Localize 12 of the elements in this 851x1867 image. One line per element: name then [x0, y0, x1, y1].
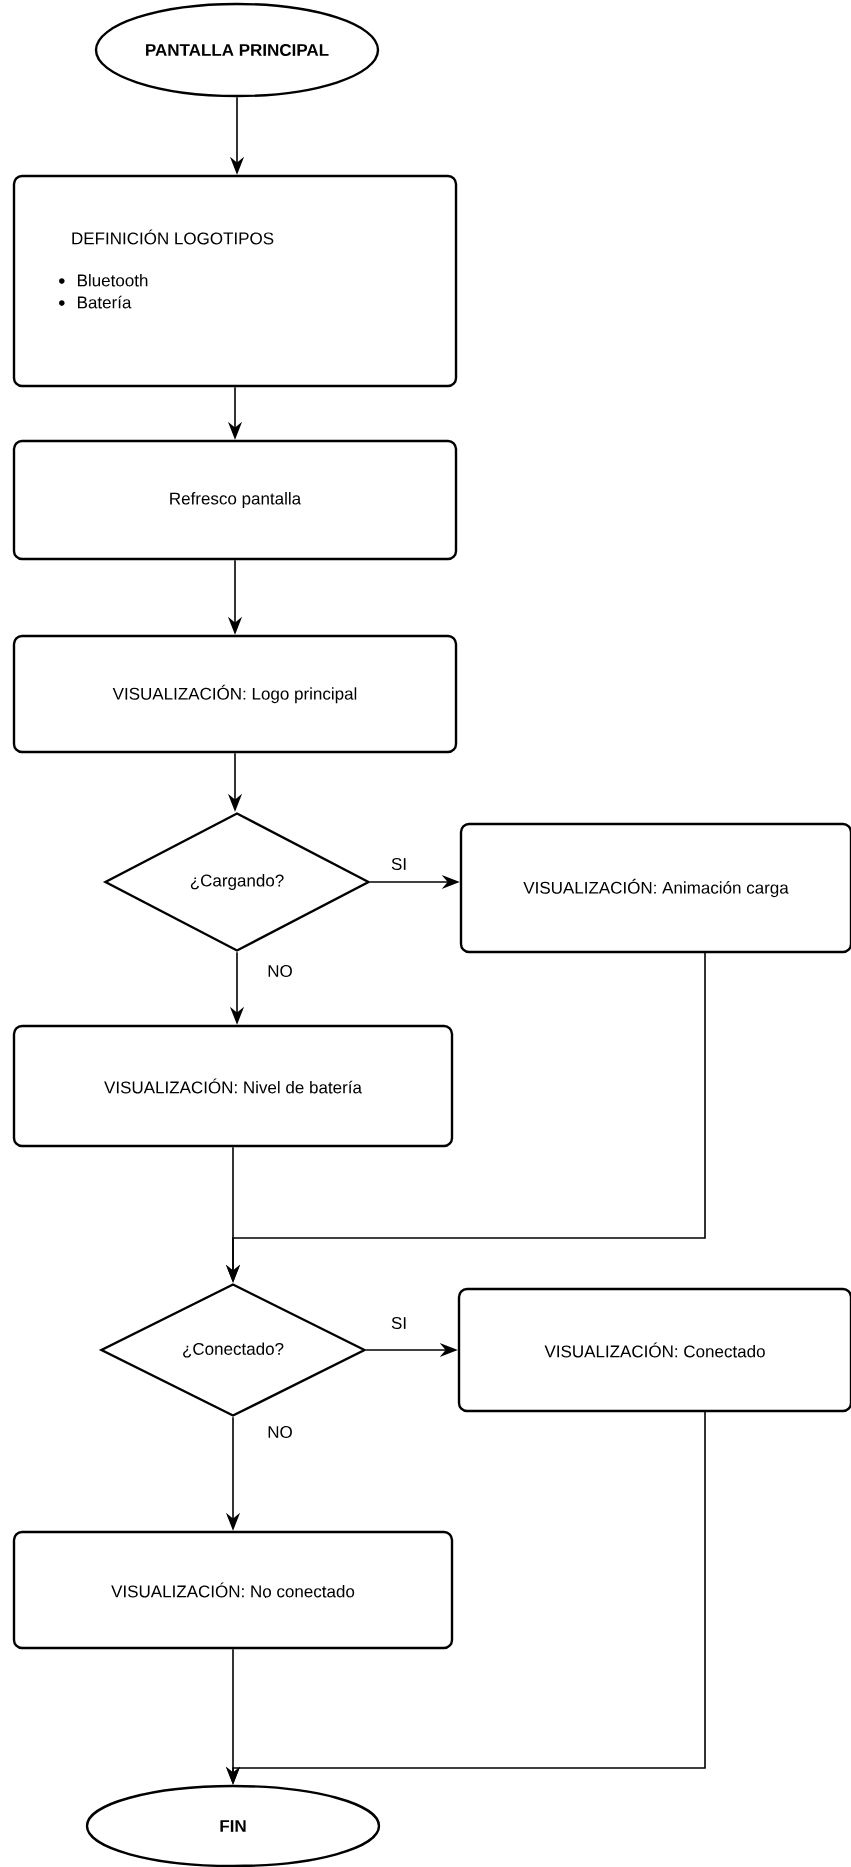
edge-label: SI	[389, 856, 410, 873]
edge-label: NO	[265, 963, 295, 980]
edge-label: NO	[265, 1424, 295, 1441]
edge-label: SI	[389, 1315, 410, 1332]
process-box: VISUALIZACIÓN: Animación carga	[459, 822, 851, 954]
process-box: VISUALIZACIÓN: Logo principal	[12, 634, 458, 754]
process-box: VISUALIZACIÓN: No conectado	[12, 1530, 454, 1650]
process-box: DEFINICIÓN LOGOTIPOS Bluetooth Batería	[12, 174, 458, 388]
process-box: VISUALIZACIÓN: Nivel de batería	[12, 1024, 454, 1148]
process-box: VISUALIZACIÓN: Conectado	[457, 1287, 851, 1413]
terminal-oval: PANTALLA PRINCIPAL	[94, 2, 380, 98]
process-box: Refresco pantalla	[12, 439, 458, 561]
